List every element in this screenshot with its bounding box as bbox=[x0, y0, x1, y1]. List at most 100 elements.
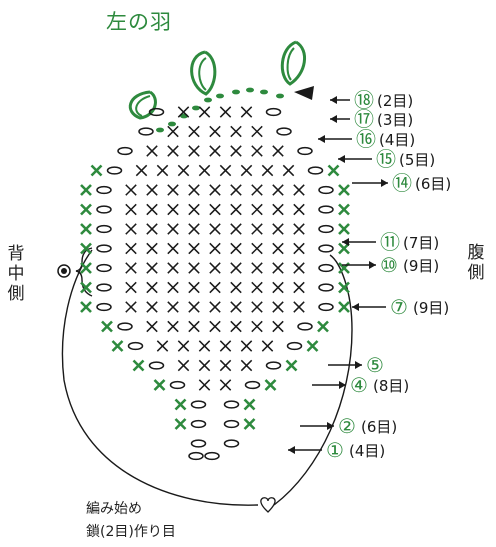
row-annotation: ②(6目) bbox=[300, 414, 397, 438]
row-stitch-count: (2目) bbox=[377, 92, 413, 110]
chain-stitch-mark bbox=[204, 97, 212, 103]
sc-stitch-mark bbox=[188, 184, 200, 196]
chain-stitch-mark bbox=[276, 93, 284, 99]
row-number: ⑮ bbox=[376, 147, 396, 171]
sc-stitch-mark bbox=[272, 184, 284, 196]
sc-stitch-mark bbox=[293, 301, 305, 313]
sc-stitch-mark bbox=[125, 184, 137, 196]
sc-stitch-mark bbox=[209, 145, 221, 157]
sc-stitch-mark bbox=[177, 340, 190, 352]
sc-stitch-mark bbox=[146, 262, 158, 274]
chain-stitch-mark bbox=[246, 87, 254, 93]
sc-stitch-mark bbox=[261, 340, 274, 352]
chain-stitch-mark bbox=[148, 107, 165, 117]
sc-stitch-mark bbox=[209, 301, 221, 313]
row-number: ⑤ bbox=[366, 353, 384, 377]
sc-stitch-mark bbox=[188, 203, 200, 216]
chain-stitch-mark bbox=[216, 93, 224, 99]
sc-stitch-mark bbox=[272, 262, 284, 274]
sc-stitch-mark bbox=[80, 262, 92, 274]
chain-stitch-mark bbox=[223, 419, 240, 429]
sc-stitch-mark bbox=[230, 203, 242, 216]
chain-stitch-mark bbox=[96, 185, 112, 195]
sc-stitch-mark bbox=[219, 164, 232, 177]
sc-stitch-mark bbox=[240, 359, 253, 372]
chain-stitch-mark bbox=[96, 263, 112, 273]
start-note-line2: 鎖(2目)作り目 bbox=[86, 524, 176, 540]
chain-stitch-mark bbox=[96, 283, 112, 292]
sc-stitch-mark bbox=[146, 301, 158, 313]
sc-stitch-mark bbox=[125, 203, 137, 216]
sc-stitch-mark bbox=[251, 223, 263, 235]
belly-side-label: 腹 側 bbox=[466, 243, 486, 283]
feather-tips bbox=[128, 40, 306, 133]
row-arrow-head bbox=[330, 115, 337, 123]
chain-stitch-mark bbox=[318, 302, 334, 312]
sc-stitch-mark bbox=[188, 242, 200, 255]
row-arrow-head bbox=[339, 381, 346, 389]
sc-stitch-mark bbox=[198, 164, 211, 177]
row-number: ⑰ bbox=[354, 107, 374, 131]
sc-stitch-mark bbox=[198, 340, 211, 352]
sc-stitch-mark bbox=[272, 223, 284, 235]
feather-tip-inner bbox=[135, 95, 151, 117]
row-stitch-count: (9目) bbox=[413, 299, 449, 317]
chain-stitch-mark bbox=[318, 205, 334, 214]
sc-stitch-mark bbox=[251, 184, 263, 196]
sc-stitch-mark bbox=[219, 340, 232, 352]
sc-stitch-mark bbox=[293, 242, 305, 255]
row-arrow-head bbox=[338, 155, 345, 163]
sc-stitch-mark bbox=[230, 145, 242, 157]
row-number: ⑩ bbox=[380, 253, 398, 277]
sc-stitch-mark bbox=[125, 281, 137, 294]
row-arrow-head bbox=[288, 446, 295, 454]
bullet-icon bbox=[61, 268, 67, 274]
row-arrow-head bbox=[342, 238, 349, 246]
start-note-line1: 編み始め bbox=[86, 501, 142, 517]
sc-stitch-mark bbox=[167, 301, 179, 313]
row-stitch-count: (7目) bbox=[403, 234, 439, 252]
row-annotation: ⑱(2目) bbox=[330, 88, 413, 112]
feather-tip-inner bbox=[198, 57, 207, 91]
sc-stitch-mark bbox=[251, 320, 263, 333]
sc-stitch-mark bbox=[80, 242, 92, 255]
sc-stitch-mark bbox=[272, 301, 284, 313]
sc-stitch-mark bbox=[209, 223, 221, 235]
row-stitch-count: (3目) bbox=[377, 111, 413, 129]
sc-stitch-mark bbox=[177, 164, 190, 177]
row-number: ② bbox=[338, 414, 356, 438]
sc-stitch-mark bbox=[230, 242, 242, 255]
chain-stitch-mark bbox=[318, 263, 334, 273]
row-arrow-head bbox=[381, 179, 388, 187]
chain-stitch-mark bbox=[297, 146, 313, 156]
sc-stitch-mark bbox=[188, 125, 200, 138]
sc-stitch-mark bbox=[251, 242, 263, 255]
sc-stitch-mark bbox=[230, 262, 242, 274]
row-stitch-count: (4目) bbox=[349, 442, 385, 460]
row-number: ① bbox=[326, 438, 344, 462]
sc-stitch-mark bbox=[219, 379, 232, 391]
outer-guide-line bbox=[61, 249, 259, 506]
sc-stitch-mark bbox=[198, 379, 211, 391]
chain-stitch-mark bbox=[244, 380, 261, 390]
row-stitch-count: (5目) bbox=[399, 151, 435, 169]
chain-stitch-mark bbox=[318, 283, 334, 292]
sc-stitch-mark bbox=[327, 164, 340, 177]
sc-stitch-mark bbox=[272, 242, 284, 255]
sc-stitch-mark bbox=[101, 320, 113, 333]
sc-stitch-mark bbox=[243, 418, 256, 430]
sc-stitch-mark bbox=[167, 145, 179, 157]
chain-stitch-mark bbox=[96, 205, 112, 214]
chain-stitch-mark bbox=[307, 166, 324, 175]
sc-stitch-mark bbox=[80, 223, 92, 235]
row-stitch-count: (8目) bbox=[373, 377, 409, 395]
chain-stitch-mark bbox=[188, 451, 204, 461]
chain-stitch-mark bbox=[297, 322, 313, 331]
chain-stitch-mark bbox=[192, 105, 200, 111]
sc-stitch-mark bbox=[125, 242, 137, 255]
sc-stitch-mark bbox=[230, 223, 242, 235]
back-side-char: 背 bbox=[7, 244, 25, 264]
sc-stitch-mark bbox=[338, 301, 350, 313]
row-arrow-head bbox=[355, 361, 362, 369]
